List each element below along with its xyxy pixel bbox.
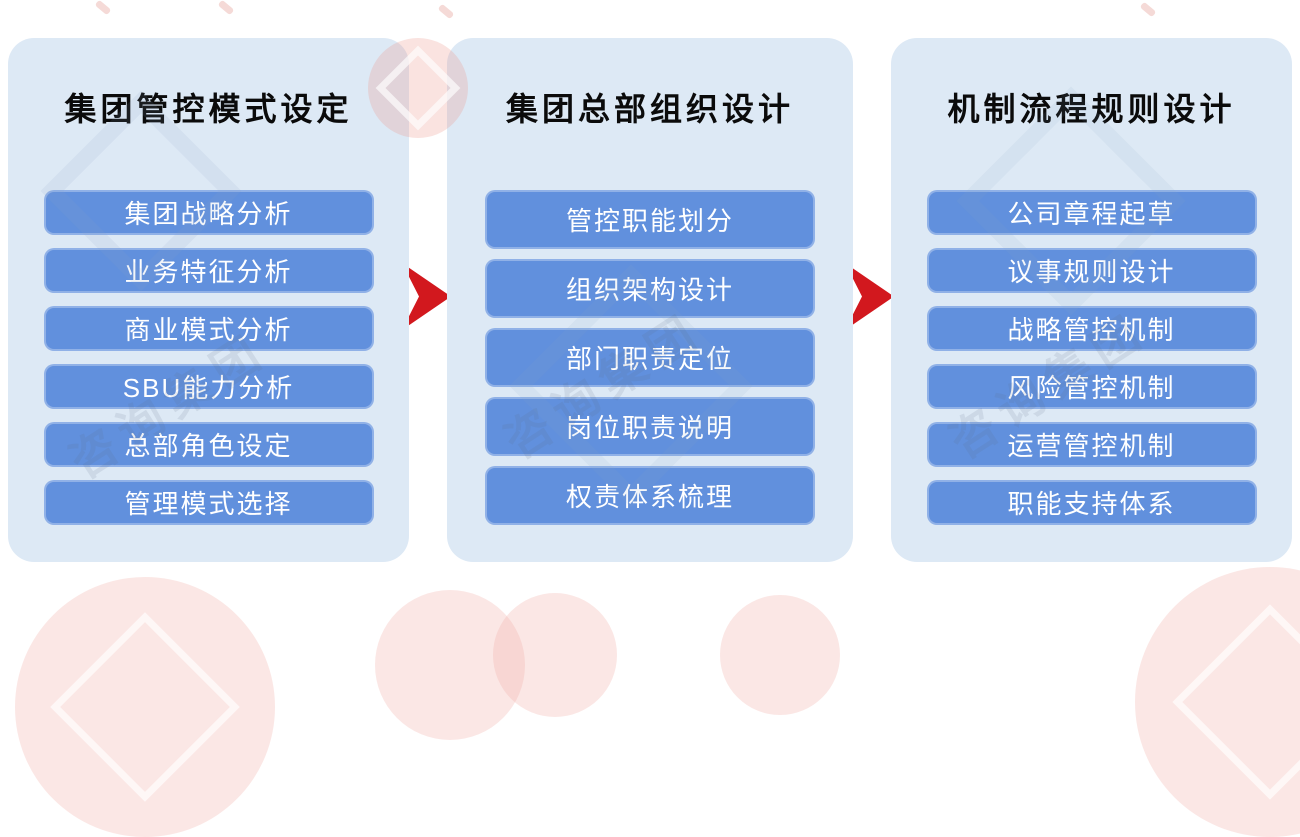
process-step-box: 总部角色设定 [43, 422, 374, 467]
stage-title: 机制流程规则设计 [947, 91, 1236, 127]
process-step-box: SBU能力分析 [43, 364, 374, 409]
watermark-stamp-icon [1135, 567, 1300, 837]
process-step-box: 风险管控机制 [926, 364, 1257, 409]
watermark-stamp-icon [375, 590, 525, 740]
process-step-box: 商业模式分析 [43, 306, 374, 351]
process-step-box: 权责体系梳理 [485, 466, 815, 525]
process-stage-panel: 集团管控模式设定 集团战略分析业务特征分析商业模式分析 SBU能力分析总部角色设定… [8, 38, 409, 562]
process-step-box: 部门职责定位 [485, 328, 815, 387]
process-step-box: 组织架构设计 [485, 259, 815, 318]
watermark-speck [437, 3, 455, 20]
process-step-box: 议事规则设计 [926, 248, 1257, 293]
diagram-canvas: 集团管控模式设定 集团战略分析业务特征分析商业模式分析 SBU能力分析总部角色设定… [8, 0, 1300, 837]
process-step-box: 运营管控机制 [926, 422, 1257, 467]
watermark-speck [217, 0, 235, 16]
stage-item-list: 公司章程起草议事规则设计战略管控机制风险管控机制运营管控机制职能支持体系 [891, 190, 1292, 525]
watermark-stamp-icon [720, 595, 840, 715]
process-step-box: 岗位职责说明 [485, 397, 815, 456]
watermark-speck [1139, 1, 1157, 18]
stage-item-list: 管控职能划分组织架构设计部门职责定位岗位职责说明权责体系梳理 [447, 190, 853, 525]
watermark-stamp-icon [15, 577, 275, 837]
process-step-box: 公司章程起草 [926, 190, 1257, 235]
diamond-logo-icon [1172, 604, 1300, 800]
process-step-box: 职能支持体系 [926, 480, 1257, 525]
arrow-right-icon [845, 263, 894, 330]
arrow-right-icon [402, 263, 451, 330]
watermark-stamp-icon [493, 593, 617, 717]
process-step-box: 集团战略分析 [43, 190, 374, 235]
process-step-box: 战略管控机制 [926, 306, 1257, 351]
watermark-speck [94, 0, 112, 16]
diamond-logo-icon [50, 612, 240, 802]
stage-title: 集团总部组织设计 [505, 91, 794, 127]
stage-title: 集团管控模式设定 [64, 91, 353, 127]
process-step-box: 管控职能划分 [485, 190, 815, 249]
process-stage-panel: 机制流程规则设计 公司章程起草议事规则设计战略管控机制风险管控机制运营管控机制职… [891, 38, 1292, 562]
process-stage-panel: 集团总部组织设计 管控职能划分组织架构设计部门职责定位岗位职责说明权责体系梳理 [447, 38, 853, 562]
stage-item-list: 集团战略分析业务特征分析商业模式分析 SBU能力分析总部角色设定管理模式选择 [8, 190, 409, 525]
process-step-box: 业务特征分析 [43, 248, 374, 293]
process-step-box: 管理模式选择 [43, 480, 374, 525]
